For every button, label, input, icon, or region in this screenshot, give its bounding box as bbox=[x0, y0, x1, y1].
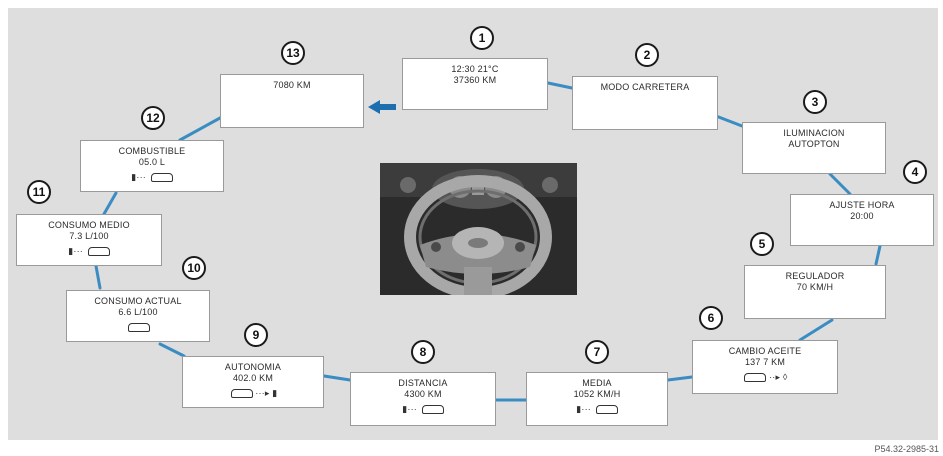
box-5-line1: REGULADOR bbox=[745, 271, 885, 282]
box-9-line1: AUTONOMIA bbox=[183, 362, 323, 373]
car-icon bbox=[67, 322, 209, 333]
step-number-10: 10 bbox=[182, 256, 206, 280]
link-1-2 bbox=[548, 83, 572, 88]
link-9-10 bbox=[160, 344, 184, 356]
box-6-line2: 137 7 KM bbox=[693, 357, 837, 368]
box-9-line2: 402.0 KM bbox=[183, 373, 323, 384]
link-2-3 bbox=[716, 116, 742, 126]
box-7-line2: 1052 KM/H bbox=[527, 389, 667, 400]
display-box-3: ILUMINACION AUTOPTON bbox=[742, 122, 886, 174]
box-3-line2: AUTOPTON bbox=[743, 139, 885, 150]
box-3-line1: ILUMINACION bbox=[743, 128, 885, 139]
step-number-13: 13 bbox=[281, 41, 305, 65]
step-number-9: 9 bbox=[244, 323, 268, 347]
box-5-line2: 70 KM/H bbox=[745, 282, 885, 293]
box-8-line2: 4300 KM bbox=[351, 389, 495, 400]
link-5-6 bbox=[800, 320, 832, 340]
link-8-9 bbox=[324, 376, 350, 380]
display-box-11: CONSUMO MEDIO 7.3 L/100 ▮··· bbox=[16, 214, 162, 266]
display-box-5: REGULADOR 70 KM/H bbox=[744, 265, 886, 319]
display-box-13: 7080 KM bbox=[220, 74, 364, 128]
link-10-11 bbox=[96, 266, 100, 288]
box-11-line1: CONSUMO MEDIO bbox=[17, 220, 161, 231]
car-fuel-icon: ···▸ ▮ bbox=[183, 388, 323, 399]
step-number-7: 7 bbox=[585, 340, 609, 364]
box-6-line1: CAMBIO ACEITE bbox=[693, 346, 837, 357]
box-11-line2: 7.3 L/100 bbox=[17, 231, 161, 242]
box-12-line2: 05.0 L bbox=[81, 157, 223, 168]
step-number-1: 1 bbox=[470, 26, 494, 50]
link-3-4 bbox=[830, 174, 850, 194]
box-1-line1: 12:30 21°C bbox=[403, 64, 547, 75]
display-box-4: AJUSTE HORA 20:00 bbox=[790, 194, 934, 246]
display-box-6: CAMBIO ACEITE 137 7 KM ··▸ ◊ bbox=[692, 340, 838, 394]
step-number-5: 5 bbox=[750, 232, 774, 256]
box-7-line1: MEDIA bbox=[527, 378, 667, 389]
step-number-8: 8 bbox=[411, 340, 435, 364]
car-oil-icon: ··▸ ◊ bbox=[693, 372, 837, 383]
link-6-7 bbox=[668, 377, 692, 380]
fuel-car-icon: ▮··· bbox=[527, 404, 667, 415]
display-box-8: DISTANCIA 4300 KM ▮··· bbox=[350, 372, 496, 426]
reference-code: P54.32-2985-31 bbox=[874, 444, 939, 454]
link-4-5 bbox=[876, 246, 880, 264]
box-4-line2: 20:00 bbox=[791, 211, 933, 222]
box-4-line1: AJUSTE HORA bbox=[791, 200, 933, 211]
box-8-line1: DISTANCIA bbox=[351, 378, 495, 389]
steering-wheel-icon bbox=[380, 163, 577, 295]
display-box-9: AUTONOMIA 402.0 KM ···▸ ▮ bbox=[182, 356, 324, 408]
box-13-line1: 7080 KM bbox=[221, 80, 363, 91]
fuel-car-icon: ▮··· bbox=[81, 172, 223, 183]
step-number-4: 4 bbox=[903, 160, 927, 184]
step-number-11: 11 bbox=[27, 180, 51, 204]
box-10-line2: 6.6 L/100 bbox=[67, 307, 209, 318]
display-box-10: CONSUMO ACTUAL 6.6 L/100 bbox=[66, 290, 210, 342]
step-number-3: 3 bbox=[803, 90, 827, 114]
display-box-1: 12:30 21°C 37360 KM bbox=[402, 58, 548, 110]
display-box-12: COMBUSTIBLE 05.0 L ▮··· bbox=[80, 140, 224, 192]
step-number-12: 12 bbox=[141, 106, 165, 130]
steering-wheel-photo bbox=[380, 163, 577, 295]
step-number-2: 2 bbox=[635, 43, 659, 67]
display-box-7: MEDIA 1052 KM/H ▮··· bbox=[526, 372, 668, 426]
box-1-line2: 37360 KM bbox=[403, 75, 547, 86]
box-10-line1: CONSUMO ACTUAL bbox=[67, 296, 209, 307]
return-arrow-icon bbox=[368, 100, 396, 114]
box-12-line1: COMBUSTIBLE bbox=[81, 146, 223, 157]
box-2-line1: MODO CARRETERA bbox=[573, 82, 717, 93]
fuel-car-icon: ▮··· bbox=[351, 404, 495, 415]
step-number-6: 6 bbox=[699, 306, 723, 330]
fuel-car-icon: ▮··· bbox=[17, 246, 161, 257]
link-12-13 bbox=[180, 118, 220, 140]
display-box-2: MODO CARRETERA bbox=[572, 76, 718, 130]
link-11-12 bbox=[104, 193, 116, 214]
